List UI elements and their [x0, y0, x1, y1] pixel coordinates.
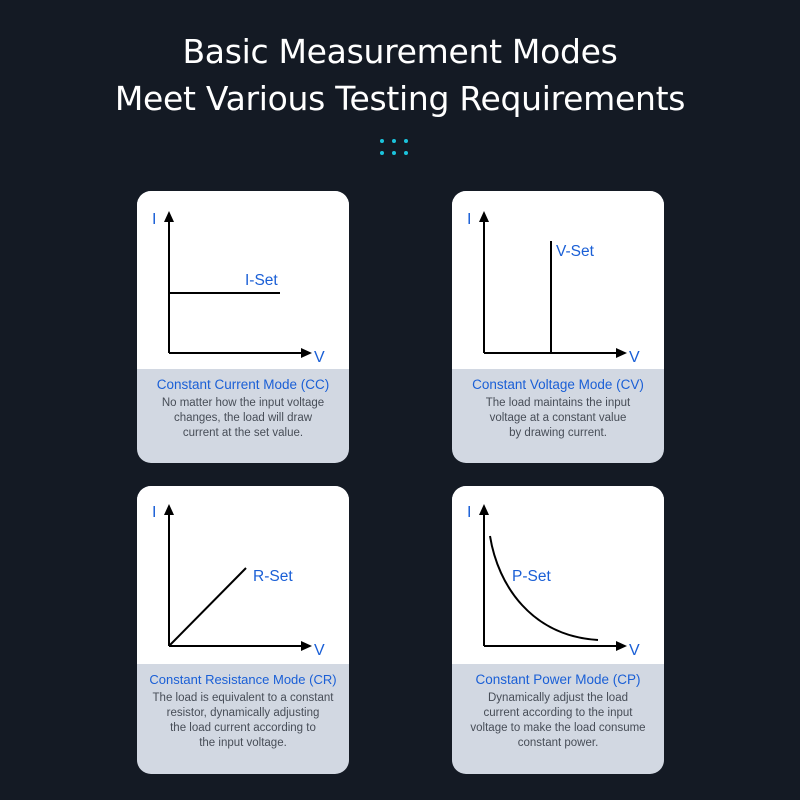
- y-axis-arrow-icon: [164, 211, 174, 222]
- mode-description: The load is equivalent to a constant res…: [152, 692, 334, 749]
- mode-caption: Constant Voltage Mode (CV) The load main…: [452, 369, 664, 463]
- y-axis-arrow-icon: [479, 504, 489, 515]
- iv-graph-cv: I V V-Set: [452, 191, 664, 369]
- x-axis-label: V: [629, 349, 640, 366]
- y-axis-arrow-icon: [479, 211, 489, 222]
- mode-curve: [168, 567, 247, 647]
- mode-card-cc: I V I-Set Constant Current Mode (CC) No …: [137, 191, 349, 463]
- mode-title: Constant Resistance Mode (CR): [149, 672, 337, 687]
- x-axis-label: V: [629, 642, 640, 659]
- title-line-2: Meet Various Testing Requirements: [114, 79, 686, 118]
- title-line-1: Basic Measurement Modes: [182, 32, 618, 71]
- mode-card-cr: I V R-Set Constant Resistance Mode (CR) …: [137, 486, 349, 774]
- mode-curve: [489, 535, 599, 641]
- set-label: V-Set: [556, 243, 595, 260]
- iv-graph-cp: I V P-Set: [452, 486, 664, 664]
- x-axis-label: V: [314, 349, 325, 366]
- axes: [483, 514, 618, 647]
- mode-title: Constant Power Mode (CP): [475, 672, 641, 687]
- set-label: P-Set: [512, 568, 551, 585]
- decorative-dots-icon: [380, 139, 410, 157]
- x-axis-label: V: [314, 642, 325, 659]
- x-axis-arrow-icon: [616, 641, 627, 651]
- mode-caption: Constant Current Mode (CC) No matter how…: [137, 369, 349, 463]
- y-axis-label: I: [152, 211, 156, 228]
- mode-title: Constant Voltage Mode (CV): [472, 377, 644, 392]
- page-title: Basic Measurement Modes Meet Various Tes…: [0, 28, 800, 122]
- mode-description: The load maintains the input voltage at …: [485, 397, 631, 439]
- x-axis-arrow-icon: [616, 348, 627, 358]
- axes: [168, 514, 303, 647]
- y-axis-label: I: [467, 504, 471, 521]
- iv-graph-cr: I V R-Set: [137, 486, 349, 664]
- x-axis-arrow-icon: [301, 348, 312, 358]
- y-axis-arrow-icon: [164, 504, 174, 515]
- set-label: I-Set: [245, 272, 278, 289]
- mode-description: No matter how the input voltage changes,…: [161, 397, 325, 439]
- x-axis-arrow-icon: [301, 641, 312, 651]
- mode-description: Dynamically adjust the load current acco…: [470, 692, 646, 749]
- mode-title: Constant Current Mode (CC): [156, 377, 330, 392]
- mode-card-cv: I V V-Set Constant Voltage Mode (CV) The…: [452, 191, 664, 463]
- y-axis-label: I: [467, 211, 471, 228]
- iv-graph-cc: I V I-Set: [137, 191, 349, 369]
- axes: [168, 221, 303, 354]
- y-axis-label: I: [152, 504, 156, 521]
- mode-caption: Constant Power Mode (CP) Dynamically adj…: [452, 664, 664, 758]
- mode-caption: Constant Resistance Mode (CR) The load i…: [137, 664, 349, 758]
- mode-card-cp: I V P-Set Constant Power Mode (CP) Dynam…: [452, 486, 664, 774]
- set-label: R-Set: [253, 568, 293, 585]
